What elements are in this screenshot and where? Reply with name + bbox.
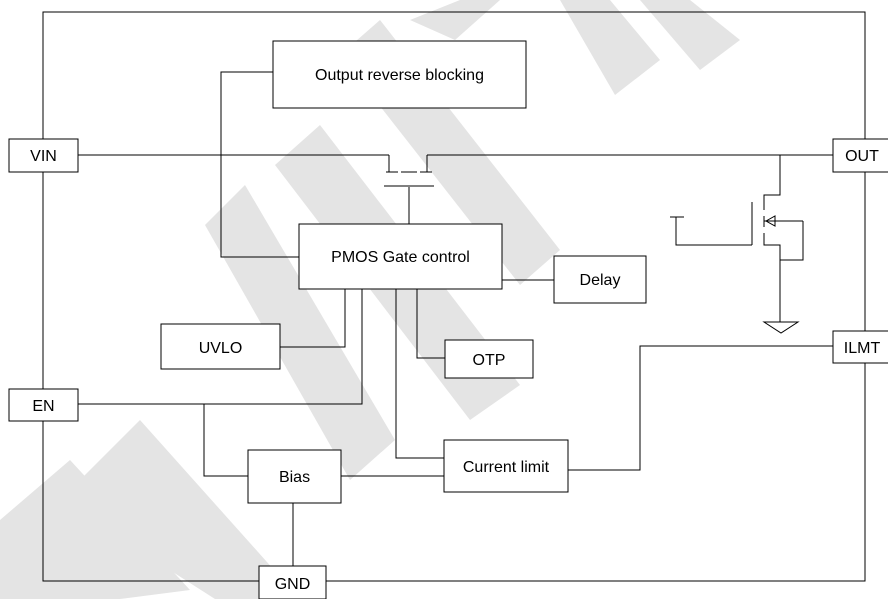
ground-symbol <box>762 321 800 334</box>
delay-block: Delay <box>553 255 647 304</box>
output-reverse-blocking-block: Output reverse blocking <box>272 40 527 109</box>
bias-block: Bias <box>247 449 342 504</box>
pin-out-label: OUT <box>845 148 879 165</box>
watermark-stroke-3 <box>205 185 395 480</box>
pass-pmos-transistor <box>384 171 434 187</box>
pin-gnd-label: GND <box>275 576 311 593</box>
watermark-stroke-1 <box>0 460 190 599</box>
output-reverse-blocking-label: Output reverse blocking <box>315 67 484 84</box>
pmos-gate-control-block: PMOS Gate control <box>298 223 503 290</box>
pin-gnd: GND <box>258 565 327 599</box>
delay-label: Delay <box>580 272 621 289</box>
pin-out: OUT <box>832 138 888 173</box>
otp-label: OTP <box>473 352 506 369</box>
sense-nmos-transistor <box>670 200 804 261</box>
pmos-gate-control-label: PMOS Gate control <box>331 249 470 266</box>
wires <box>78 71 833 566</box>
watermark-stroke-7 <box>560 0 660 95</box>
pin-vin: VIN <box>8 138 79 173</box>
pin-vin-label: VIN <box>30 148 57 165</box>
pin-ilmt-label: ILMT <box>844 340 881 357</box>
pin-ilmt: ILMT <box>832 330 888 364</box>
pin-en-label: EN <box>32 398 54 415</box>
otp-block: OTP <box>444 339 534 379</box>
current-limit-block: Current limit <box>443 439 569 493</box>
current-limit-label: Current limit <box>463 459 550 476</box>
watermark-stroke-2 <box>60 420 300 599</box>
pin-en: EN <box>8 388 79 422</box>
watermark-stroke-6 <box>410 0 500 40</box>
uvlo-label: UVLO <box>199 340 243 357</box>
chip-outline <box>42 11 866 582</box>
watermark-stroke-8 <box>640 0 740 70</box>
bias-label: Bias <box>279 469 310 486</box>
uvlo-block: UVLO <box>160 323 281 370</box>
